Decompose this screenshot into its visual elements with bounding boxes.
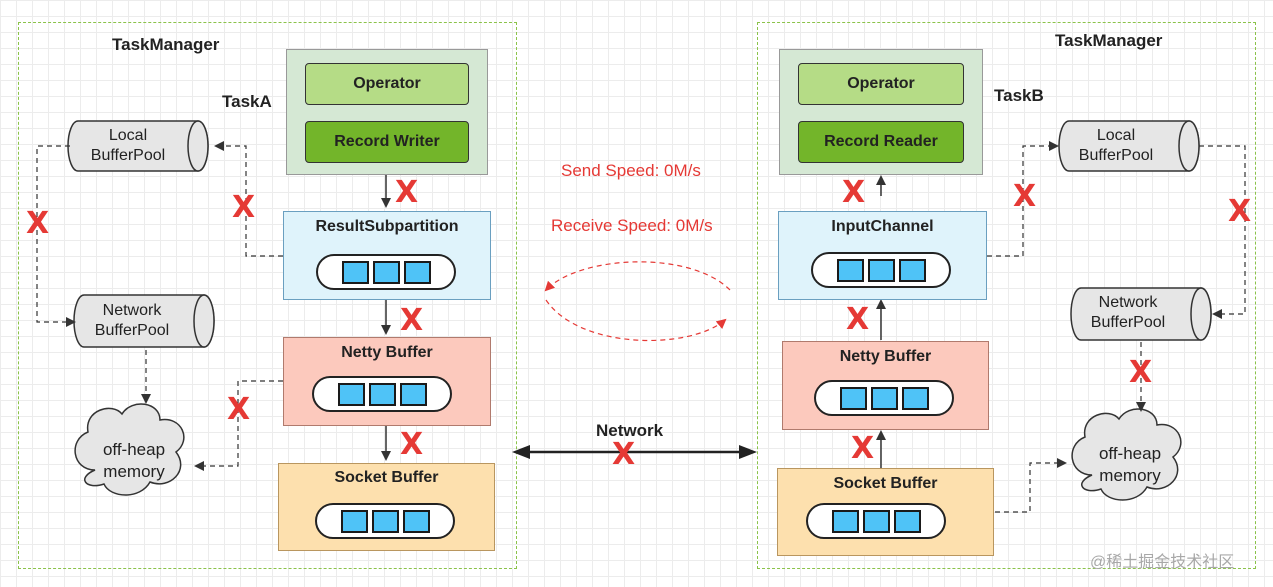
right-task-label: TaskB — [994, 86, 1044, 105]
buffer-slot — [836, 258, 864, 282]
left-operator-box: Operator — [305, 63, 469, 105]
buffer-slot — [368, 382, 396, 406]
right-local-pool-line2: BufferPool — [1078, 147, 1154, 164]
right-netty-buffer-title: Netty Buffer — [839, 348, 932, 365]
blocked-x-left-netty-to-offheap: X — [227, 392, 251, 427]
right-record-reader-box: Record Reader — [798, 121, 964, 163]
left-socket-buffer: Socket Buffer — [278, 463, 495, 551]
right-socket-buffer: Socket Buffer — [777, 468, 994, 556]
right-network-pool-line2: BufferPool — [1090, 314, 1166, 331]
left-result-subpartition-title: ResultSubpartition — [315, 218, 459, 235]
buffer-slot — [402, 509, 430, 533]
receive-speed-label: Receive Speed: 0M/s — [551, 216, 713, 235]
left-local-pool-line1: Local — [108, 127, 148, 144]
blocked-x-left-netty-to-socket: X — [400, 427, 424, 462]
left-offheap-cloud — [74, 403, 185, 496]
buffer-slot — [901, 386, 929, 410]
right-offheap-line1: off-heap — [1098, 444, 1162, 463]
buffer-slot — [862, 509, 890, 533]
left-local-pool-line2: BufferPool — [90, 147, 166, 164]
watermark: @稀土掘金技术社区 — [1090, 554, 1235, 571]
left-taskmanager-label: TaskManager — [112, 35, 220, 54]
blocked-x-left-subpartition-to-localpool: X — [232, 190, 256, 225]
buffer-slot — [341, 260, 369, 284]
blocked-x-right-channel-to-reader: X — [842, 175, 866, 210]
buffer-slot — [399, 382, 427, 406]
left-socket-buffer-queue — [315, 503, 455, 539]
left-network-pool-line2: BufferPool — [94, 322, 170, 339]
buffer-slot — [371, 509, 399, 533]
left-result-subpartition-queue — [316, 254, 456, 290]
right-network-bufferpool-cylinder — [1070, 287, 1212, 341]
left-taskmanager-frame — [18, 22, 517, 569]
left-network-bufferpool-cylinder — [73, 294, 215, 348]
right-netty-buffer-queue — [814, 380, 954, 416]
buffer-slot — [893, 509, 921, 533]
right-local-pool-line1: Local — [1096, 127, 1136, 144]
blocked-x-right-networkpool-to-offheap: X — [1129, 355, 1153, 390]
right-operator-box: Operator — [798, 63, 964, 105]
buffer-slot — [898, 258, 926, 282]
left-offheap-line2: memory — [103, 462, 165, 481]
send-speed-label: Send Speed: 0M/s — [561, 161, 701, 180]
right-offheap-line2: memory — [1099, 466, 1161, 485]
right-taskmanager-label: TaskManager — [1055, 31, 1163, 50]
buffer-slot — [372, 260, 400, 284]
left-record-writer-box: Record Writer — [305, 121, 469, 163]
buffer-slot — [831, 509, 859, 533]
left-netty-buffer: Netty Buffer — [283, 337, 491, 426]
right-network-pool-label: Network BufferPool — [1078, 293, 1178, 333]
buffer-slot — [867, 258, 895, 282]
blocked-x-right-netty-to-channel: X — [846, 302, 870, 337]
right-input-channel-queue — [811, 252, 951, 288]
buffer-slot — [839, 386, 867, 410]
buffer-slot — [340, 509, 368, 533]
left-local-bufferpool-cylinder — [67, 120, 209, 172]
blocked-x-right-socket-to-netty: X — [851, 431, 875, 466]
right-offheap-cloud — [1071, 408, 1182, 501]
blocked-x-left-writer-to-subpartition: X — [395, 175, 419, 210]
right-socket-buffer-queue — [806, 503, 946, 539]
right-netty-buffer: Netty Buffer — [782, 341, 989, 430]
left-netty-buffer-title: Netty Buffer — [341, 344, 433, 361]
right-offheap-label: off-heap memory — [1080, 443, 1180, 487]
blocked-x-right-channel-to-localpool: X — [1013, 179, 1037, 214]
right-socket-buffer-title: Socket Buffer — [833, 475, 938, 492]
left-offheap-line1: off-heap — [102, 440, 166, 459]
left-local-pool-label: Local BufferPool — [78, 126, 178, 166]
blocked-x-network: X — [612, 437, 636, 472]
buffer-slot — [403, 260, 431, 284]
left-socket-buffer-title: Socket Buffer — [334, 469, 439, 486]
blocked-x-left-localpool-to-networkpool: X — [26, 206, 50, 241]
network-label: Network — [596, 421, 664, 440]
left-network-pool-label: Network BufferPool — [82, 301, 182, 341]
right-input-channel-title: InputChannel — [831, 218, 934, 235]
blocked-x-left-subpartition-to-netty: X — [400, 303, 424, 338]
right-taskmanager-frame — [757, 22, 1256, 569]
right-local-bufferpool-cylinder — [1058, 120, 1200, 172]
left-netty-buffer-queue — [312, 376, 452, 412]
left-offheap-label: off-heap memory — [84, 439, 184, 483]
left-result-subpartition: ResultSubpartition — [283, 211, 491, 300]
buffer-slot — [870, 386, 898, 410]
right-input-channel: InputChannel — [778, 211, 987, 300]
blocked-x-right-localpool-to-networkpool: X — [1228, 194, 1252, 229]
right-task-box: Operator Record Reader — [779, 49, 983, 175]
right-local-pool-label: Local BufferPool — [1066, 126, 1166, 166]
right-network-pool-line1: Network — [1098, 294, 1158, 311]
left-task-label: TaskA — [222, 92, 272, 111]
left-task-box: Operator Record Writer — [286, 49, 488, 175]
left-network-pool-line1: Network — [102, 302, 162, 319]
buffer-slot — [337, 382, 365, 406]
